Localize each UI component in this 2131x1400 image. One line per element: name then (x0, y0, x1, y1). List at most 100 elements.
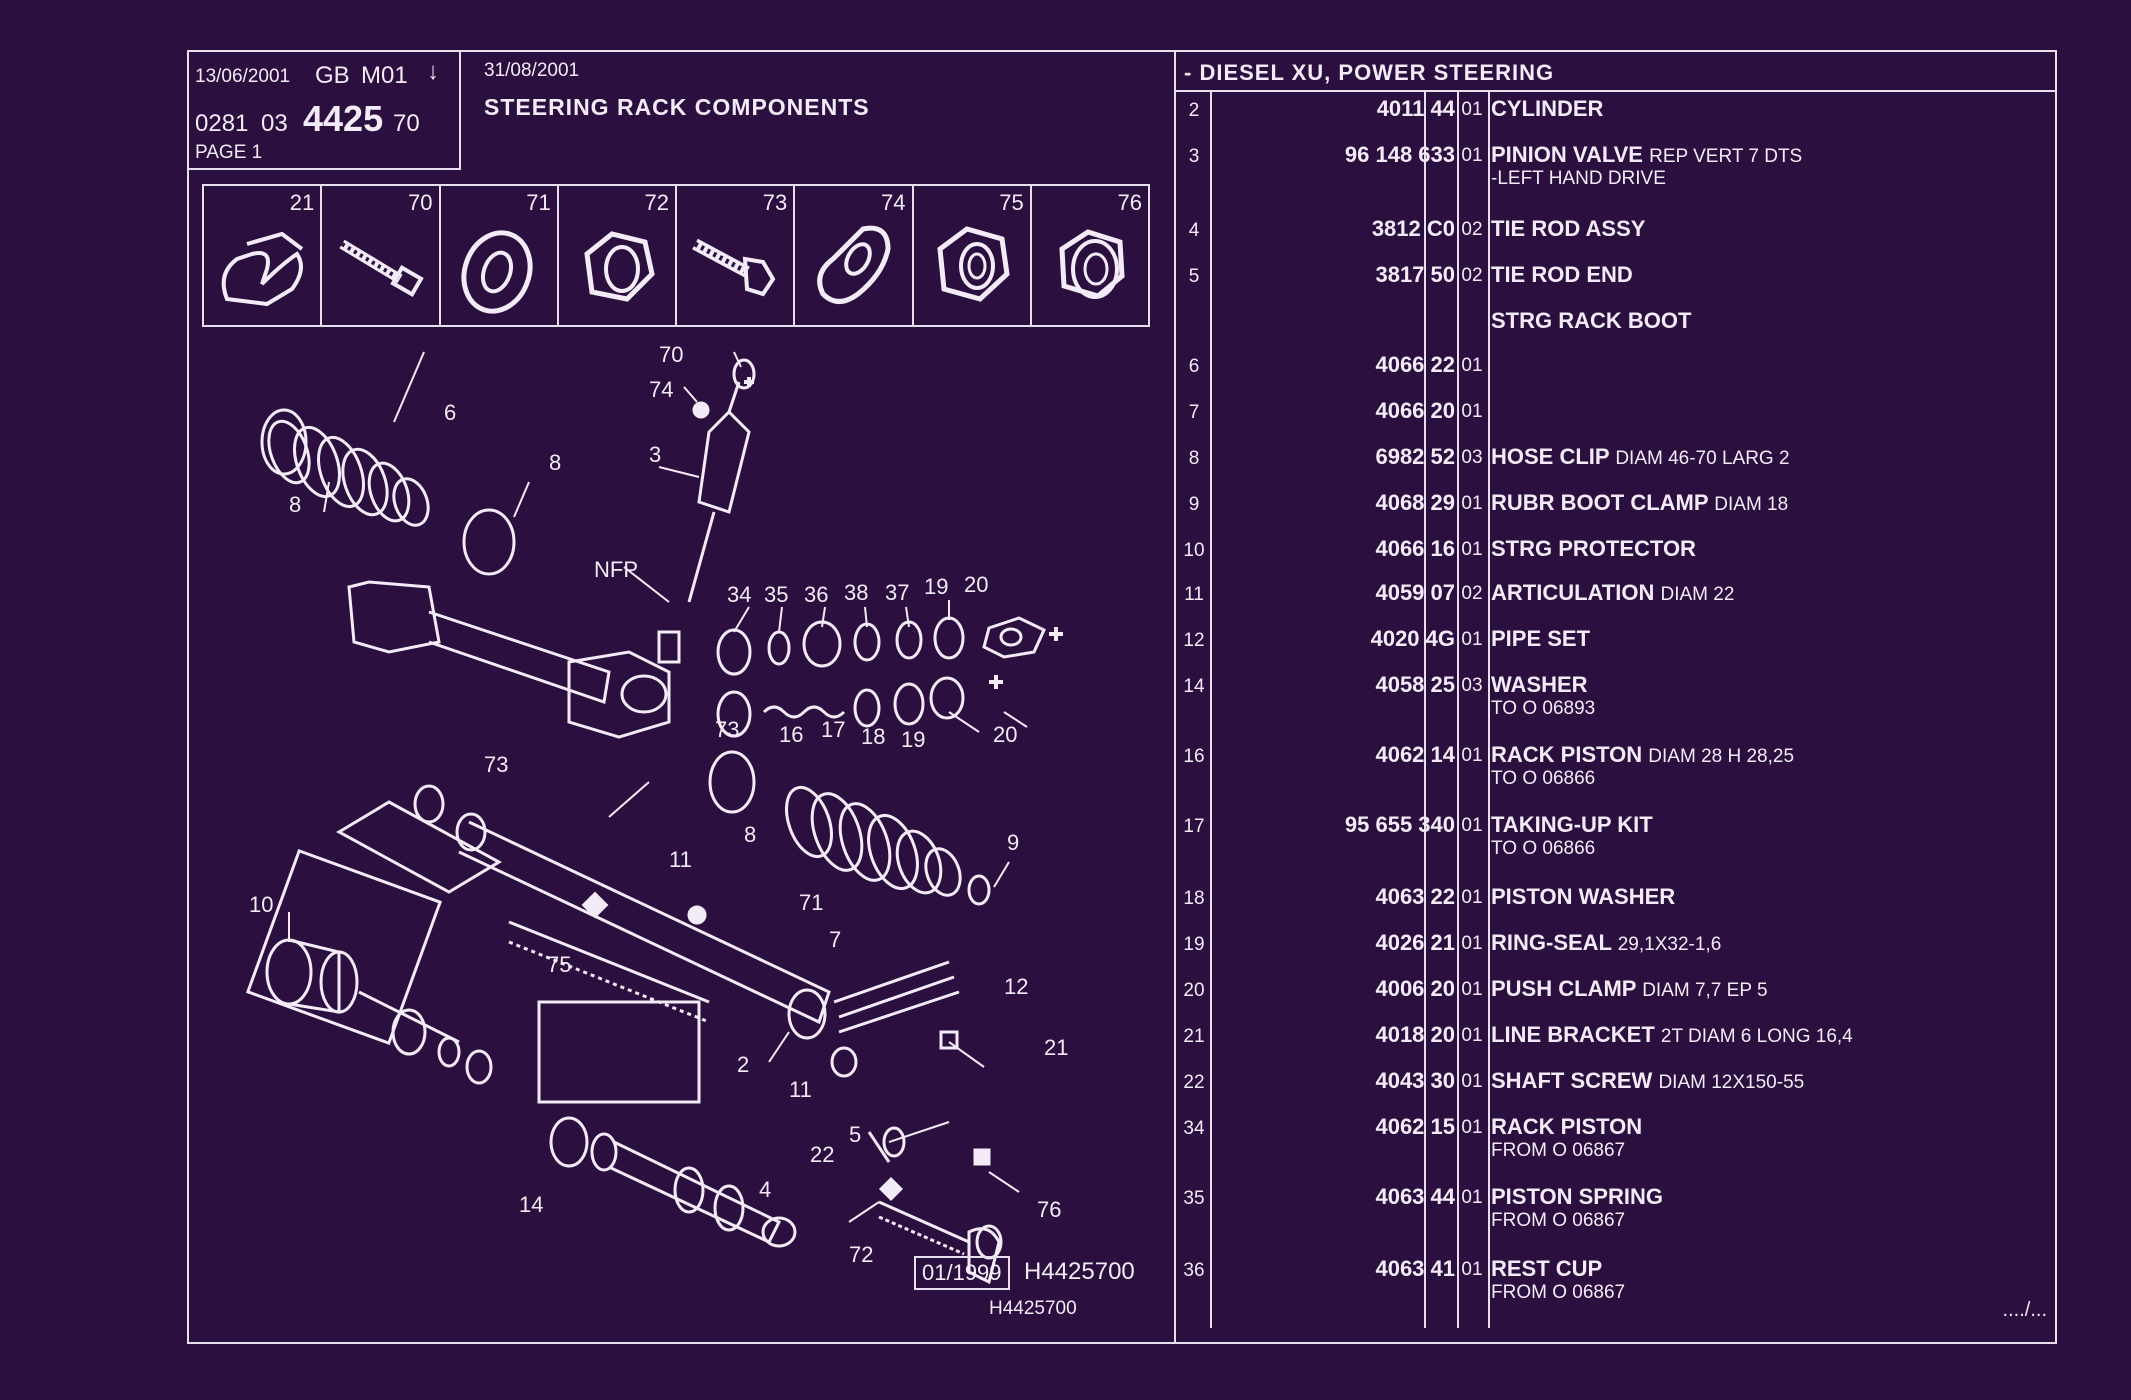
part-spec: DIAM 18 (1714, 494, 1789, 515)
row-ref-number: 5 (1188, 266, 1200, 287)
callout-label: 17 (821, 717, 845, 742)
callout-label: 19 (901, 727, 925, 752)
quantity: 02 (1461, 219, 1483, 240)
part-description: CYLINDER (1491, 96, 1603, 122)
washer-icon (460, 230, 533, 314)
part-description: ARTICULATION DIAM 22 (1491, 580, 1734, 606)
quantity: 01 (1461, 1259, 1483, 1280)
parts-sheet: 13/06/2001 GB M01 ↓ 0281 03 4425 70 PAGE… (187, 50, 2057, 1344)
reference-box: 13/06/2001 GB M01 ↓ 0281 03 4425 70 PAGE… (189, 52, 461, 170)
callout-label: 36 (804, 582, 828, 607)
quantity: 01 (1461, 355, 1483, 376)
part-name: HOSE CLIP (1491, 444, 1610, 469)
part-number: 4059 07 (1375, 580, 1455, 605)
callout-label: 73 (715, 717, 739, 742)
quantity: 01 (1461, 933, 1483, 954)
callout-label: 22 (810, 1142, 834, 1167)
part-description: PIPE SET (1491, 626, 1590, 652)
part-note: -LEFT HAND DRIVE (1491, 168, 1666, 189)
part-description: HOSE CLIP DIAM 46-70 LARG 2 (1491, 444, 1790, 470)
part-spec: 29,1X32-1,6 (1617, 934, 1722, 955)
part-spec: DIAM 22 (1660, 584, 1735, 605)
part-description: SHAFT SCREW DIAM 12X150-55 (1491, 1068, 1804, 1094)
ref-part-a: 0281 (195, 110, 249, 137)
callout-label: 70 (659, 342, 683, 367)
quantity: 01 (1461, 745, 1483, 766)
part-number: 4068 29 (1375, 490, 1455, 515)
callout-label: 11 (669, 847, 692, 872)
part-name: PISTON WASHER (1491, 884, 1676, 909)
callout-label: 8 (289, 492, 301, 517)
part-name: RUBR BOOT CLAMP (1491, 490, 1709, 515)
callout-label: 71 (799, 890, 823, 915)
tie-rod-part (549, 1116, 797, 1248)
callout-label: 34 (727, 582, 751, 607)
part-description: RACK PISTON (1491, 1114, 1642, 1140)
row-ref-number: 19 (1183, 934, 1205, 955)
callout-label: 76 (1037, 1197, 1061, 1222)
part-number: 4062 15 (1375, 1114, 1455, 1139)
part-name: RACK PISTON (1491, 1114, 1643, 1139)
part-description: STRG RACK BOOT (1491, 308, 1691, 334)
legend-num: 72 (644, 190, 669, 215)
part-description: RING-SEAL 29,1X32-1,6 (1491, 930, 1721, 956)
row-ref-number: 8 (1188, 448, 1200, 469)
part-description: STRG PROTECTOR (1491, 536, 1696, 562)
part-note: TO O 06866 (1491, 838, 1596, 859)
callout-label: 8 (744, 822, 756, 847)
hex-bolt-icon (692, 238, 776, 297)
quantity: 01 (1461, 629, 1483, 650)
quantity: 01 (1461, 1117, 1483, 1138)
row-ref-number: 2 (1188, 100, 1200, 121)
part-name: CYLINDER (1491, 96, 1604, 121)
part-number: 4058 25 (1375, 672, 1455, 697)
part-name: STRG RACK BOOT (1491, 308, 1692, 333)
callout-label: 35 (764, 582, 788, 607)
quantity: 01 (1461, 401, 1483, 422)
issue-date: 13/06/2001 (195, 66, 291, 87)
flange-nut-icon (1059, 229, 1125, 299)
part-number: 95 655 340 (1344, 812, 1455, 837)
callout-label: 3 (649, 442, 661, 467)
callout-label: 10 (249, 892, 273, 917)
part-name: PIPE SET (1491, 626, 1591, 651)
part-description: TIE ROD END (1491, 262, 1633, 288)
row-ref-number: 17 (1183, 816, 1205, 837)
page-title: STEERING RACK COMPONENTS (484, 94, 870, 120)
exploded-view-drawing: 70743688NFP34353638371920731617181920731… (245, 342, 1068, 1285)
part-number: 4066 22 (1375, 352, 1455, 377)
part-note: FROM O 06867 (1491, 1210, 1626, 1231)
upper-boot-part (260, 408, 516, 576)
callout-label: 74 (649, 377, 673, 402)
quantity: 01 (1461, 1071, 1483, 1092)
legend-cell-75: 75 (914, 186, 1032, 325)
ref-main-number: 4425 (303, 98, 384, 139)
row-ref-number: 14 (1183, 676, 1205, 697)
callout-label: 73 (484, 752, 508, 777)
callout-label: 5 (849, 1122, 861, 1147)
part-name: PISTON SPRING (1491, 1184, 1663, 1209)
part-note: TO O 06866 (1491, 768, 1596, 789)
callout-label: 37 (885, 580, 909, 605)
quantity: 02 (1461, 265, 1483, 286)
line-bracket-icon (221, 231, 304, 307)
part-number: 4063 41 (1375, 1256, 1455, 1281)
callout-label: 14 (519, 1192, 543, 1217)
pinion-valve-part (687, 358, 756, 603)
quantity: 01 (1461, 815, 1483, 836)
callout-label: 4 (759, 1177, 771, 1202)
lock-nut-icon (936, 226, 1010, 302)
row-ref-number: 11 (1184, 584, 1204, 605)
down-arrow-icon: ↓ (427, 58, 439, 85)
part-name: STRG PROTECTOR (1491, 536, 1696, 561)
piston-row-upper (716, 616, 1046, 676)
column-divider (1488, 92, 1490, 1328)
part-name: ARTICULATION (1491, 580, 1655, 605)
part-number: 4066 20 (1375, 398, 1455, 423)
part-note: FROM O 06867 (1491, 1282, 1626, 1303)
legend-num: 74 (881, 190, 906, 215)
legend-num: 71 (526, 190, 551, 215)
quantity: 01 (1461, 99, 1483, 120)
quantity: 01 (1461, 979, 1483, 1000)
